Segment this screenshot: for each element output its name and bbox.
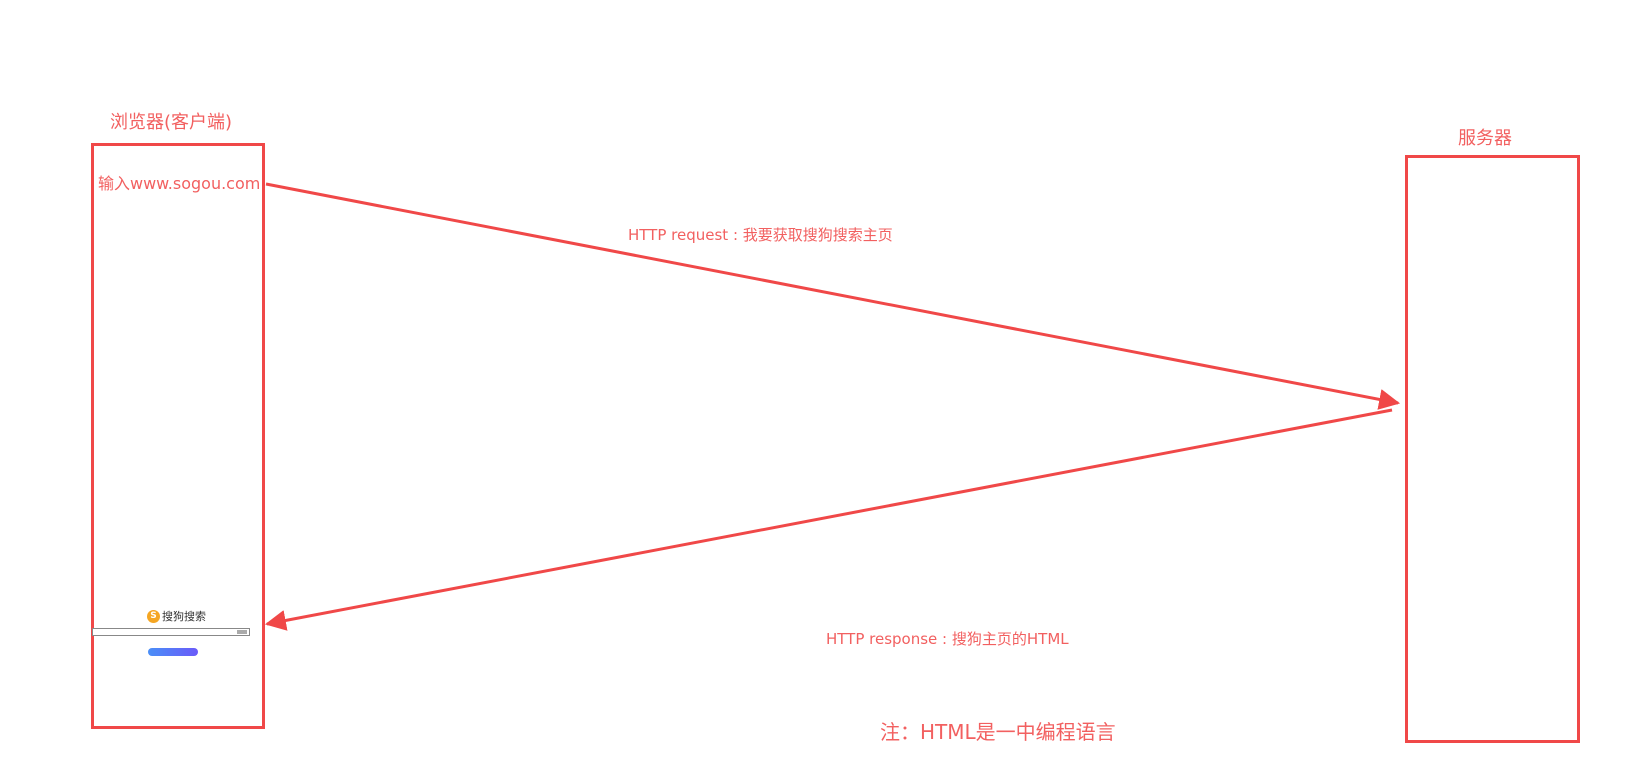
sogou-logo-text: 搜狗搜索 bbox=[162, 610, 206, 623]
client-title: 浏览器(客户端) bbox=[110, 112, 233, 133]
sogou-logo: S 搜狗搜索 bbox=[147, 608, 206, 624]
sogou-homepage-thumbnail: S 搜狗搜索 bbox=[92, 608, 254, 668]
request-arrow bbox=[265, 182, 1401, 410]
server-title: 服务器 bbox=[1458, 128, 1512, 149]
sogou-logo-icon: S bbox=[147, 609, 160, 623]
thumbnail-search-button bbox=[237, 630, 247, 634]
server-box bbox=[1405, 155, 1580, 743]
thumbnail-search-input bbox=[92, 628, 250, 636]
note-label: 注：HTML是一中编程语言 bbox=[880, 720, 1116, 744]
response-arrow bbox=[264, 408, 1393, 631]
client-box bbox=[91, 143, 265, 729]
thumbnail-action-button bbox=[148, 648, 198, 656]
client-input-label: 输入www.sogou.com bbox=[98, 174, 261, 193]
request-label: HTTP request : 我要获取搜狗搜索主页 bbox=[628, 226, 893, 244]
response-label: HTTP response : 搜狗主页的HTML bbox=[826, 630, 1069, 648]
